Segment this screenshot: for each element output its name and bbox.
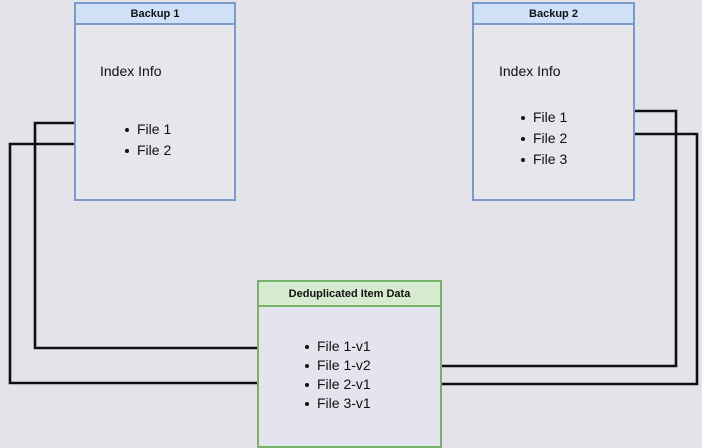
deduplicated-file-list: File 1-v1 File 1-v2 File 2-v1 File 3-v1 <box>305 337 371 413</box>
list-item: File 2 <box>521 128 567 149</box>
list-item: File 1 <box>125 119 171 140</box>
list-item: File 2 <box>125 140 171 161</box>
list-item: File 1-v1 <box>305 337 371 356</box>
list-item: File 3 <box>521 149 567 170</box>
list-item: File 1 <box>521 107 567 128</box>
node-backup-2-body: Index Info File 1 File 2 File 3 <box>474 25 633 199</box>
node-backup-2[interactable]: Backup 2 Index Info File 1 File 2 File 3 <box>472 2 635 201</box>
node-backup-1-body: Index Info File 1 File 2 <box>76 25 234 199</box>
node-backup-1-header: Backup 1 <box>76 4 234 25</box>
backup-2-file-list: File 1 File 2 File 3 <box>521 107 567 170</box>
node-deduplicated-item-data[interactable]: Deduplicated Item Data File 1-v1 File 1-… <box>257 280 442 448</box>
backup-1-index-info-label: Index Info <box>100 63 162 79</box>
node-backup-1[interactable]: Backup 1 Index Info File 1 File 2 <box>74 2 236 201</box>
list-item: File 1-v2 <box>305 356 371 375</box>
backup-1-file-list: File 1 File 2 <box>125 119 171 161</box>
node-backup-2-header: Backup 2 <box>474 4 633 25</box>
list-item: File 2-v1 <box>305 375 371 394</box>
node-deduplicated-item-data-body: File 1-v1 File 1-v2 File 2-v1 File 3-v1 <box>259 307 440 446</box>
node-deduplicated-item-data-header: Deduplicated Item Data <box>259 282 440 307</box>
list-item: File 3-v1 <box>305 394 371 413</box>
backup-2-index-info-label: Index Info <box>499 63 561 79</box>
